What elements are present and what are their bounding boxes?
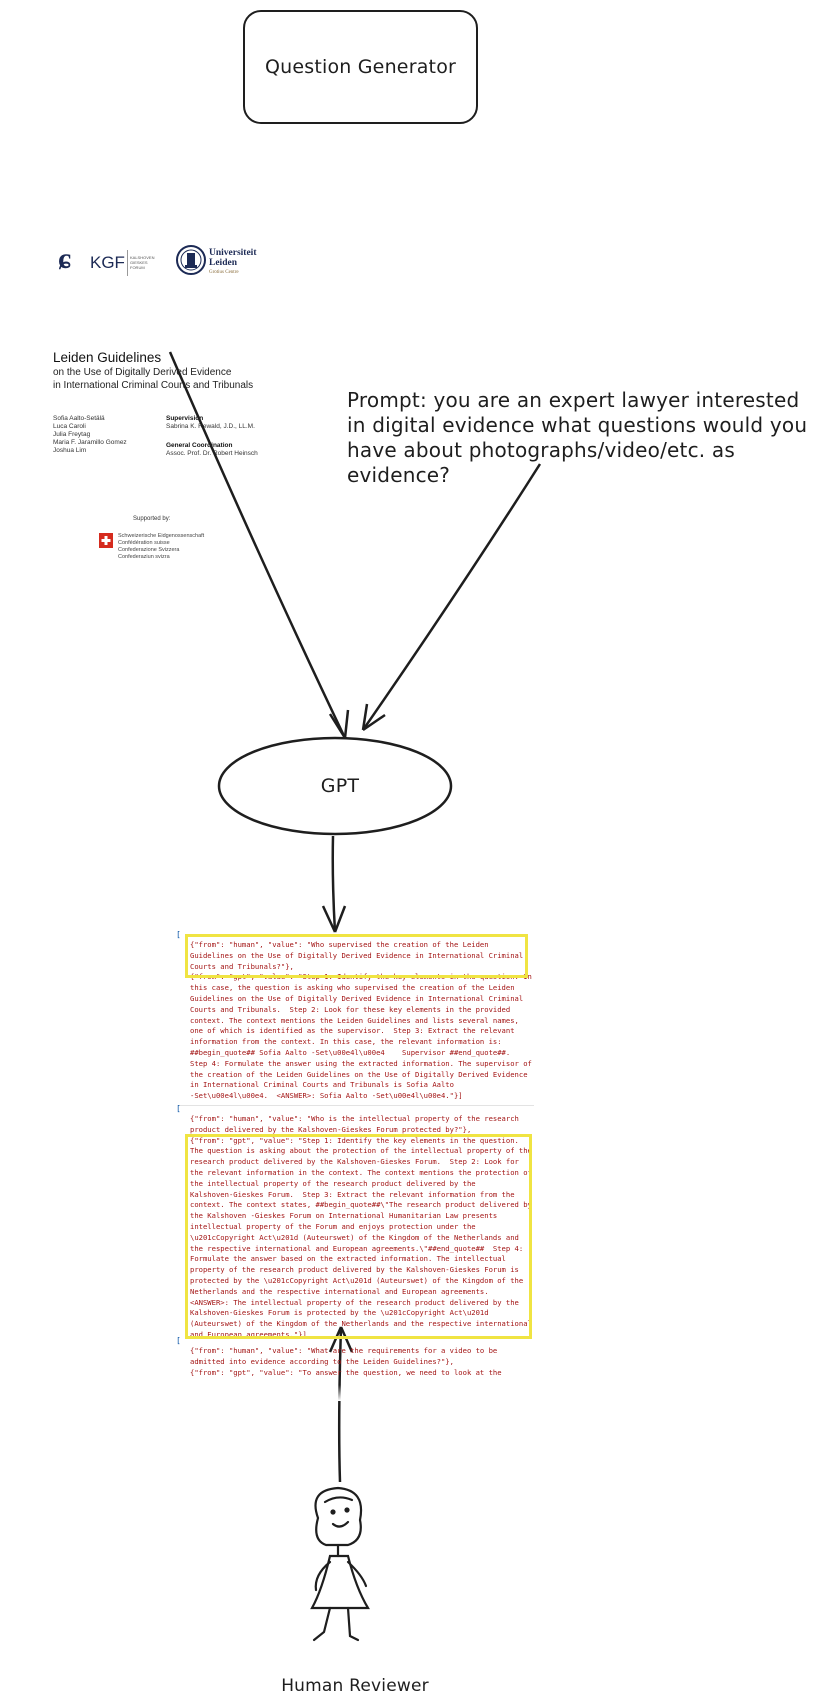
supervision-heading: Supervision <box>166 415 204 422</box>
human-reviewer-label: Human Reviewer <box>281 1676 429 1696</box>
gpt-label: GPT <box>320 775 360 797</box>
swiss-flag-icon <box>99 533 113 548</box>
open-bracket-2: [ <box>176 1104 181 1113</box>
reviewer-to-output-arrowhead <box>328 1326 354 1353</box>
highlight-question-1 <box>185 934 528 978</box>
doc-to-gpt-arrowhead <box>328 709 350 739</box>
kgf-logo-subtext: KALSHOVEN GIESKES FORUM <box>130 255 155 270</box>
code-block-2: {"from": "human", "value": "Who is the i… <box>190 1114 532 1339</box>
coordination-block: General Coordination Assoc. Prof. Dr. Ro… <box>166 442 258 458</box>
leiden-seal-icon <box>176 245 206 275</box>
reviewer-to-output-arrow <box>337 1326 343 1483</box>
document-title: Leiden Guidelines <box>53 350 162 365</box>
supervision-block: Supervision Sabrina K. Rewald, J.D., LL.… <box>166 415 255 431</box>
code-fade <box>185 1385 535 1401</box>
kgf-logo: ɕ KGF KALSHOVEN GIESKES FORUM <box>58 242 168 280</box>
document-subtitle: on the Use of Digitally Derived Evidence… <box>53 367 254 391</box>
supervision-name: Sabrina K. Rewald, J.D., LL.M. <box>166 423 255 430</box>
prompt-text: Prompt: you are an expert lawyer interes… <box>347 388 808 487</box>
swiss-confederation-text: Schweizerische Eidgenossenschaft Confédé… <box>118 533 205 560</box>
code-block-3: {"from": "human", "value": "What are the… <box>190 1346 502 1377</box>
grotius-centre-label: Grotius Centre <box>209 270 239 275</box>
logo-divider <box>127 250 128 276</box>
block-separator <box>178 1105 534 1106</box>
coordination-name: Assoc. Prof. Dr. Robert Heinsch <box>166 450 258 457</box>
kgf-mark-icon: ɕ <box>58 242 72 275</box>
gpt-ellipse <box>217 736 453 836</box>
open-bracket-1: [ <box>176 930 181 939</box>
coordination-heading: General Coordination <box>166 442 233 449</box>
question-generator-label: Question Generator <box>264 56 457 78</box>
human-reviewer-figure <box>310 1486 370 1642</box>
gpt-to-output-arrowhead <box>321 905 347 933</box>
kgf-logo-text: KGF <box>90 253 125 272</box>
doc-to-gpt-arrow <box>168 351 347 739</box>
prompt-to-gpt-arrowhead <box>361 703 386 732</box>
question-generator-box: Question Generator <box>243 10 478 124</box>
open-bracket-3: [ <box>176 1336 181 1345</box>
supported-by-label: Supported by: <box>133 516 171 522</box>
highlight-answer-2 <box>185 1134 532 1339</box>
authors-list: Sofia Aalto-Setälä Luca Caroli Julia Fre… <box>53 415 127 454</box>
leiden-university-name: Universiteit Leiden <box>209 248 257 268</box>
prompt-to-gpt-arrow <box>361 463 542 731</box>
gpt-to-output-arrow <box>331 835 337 933</box>
